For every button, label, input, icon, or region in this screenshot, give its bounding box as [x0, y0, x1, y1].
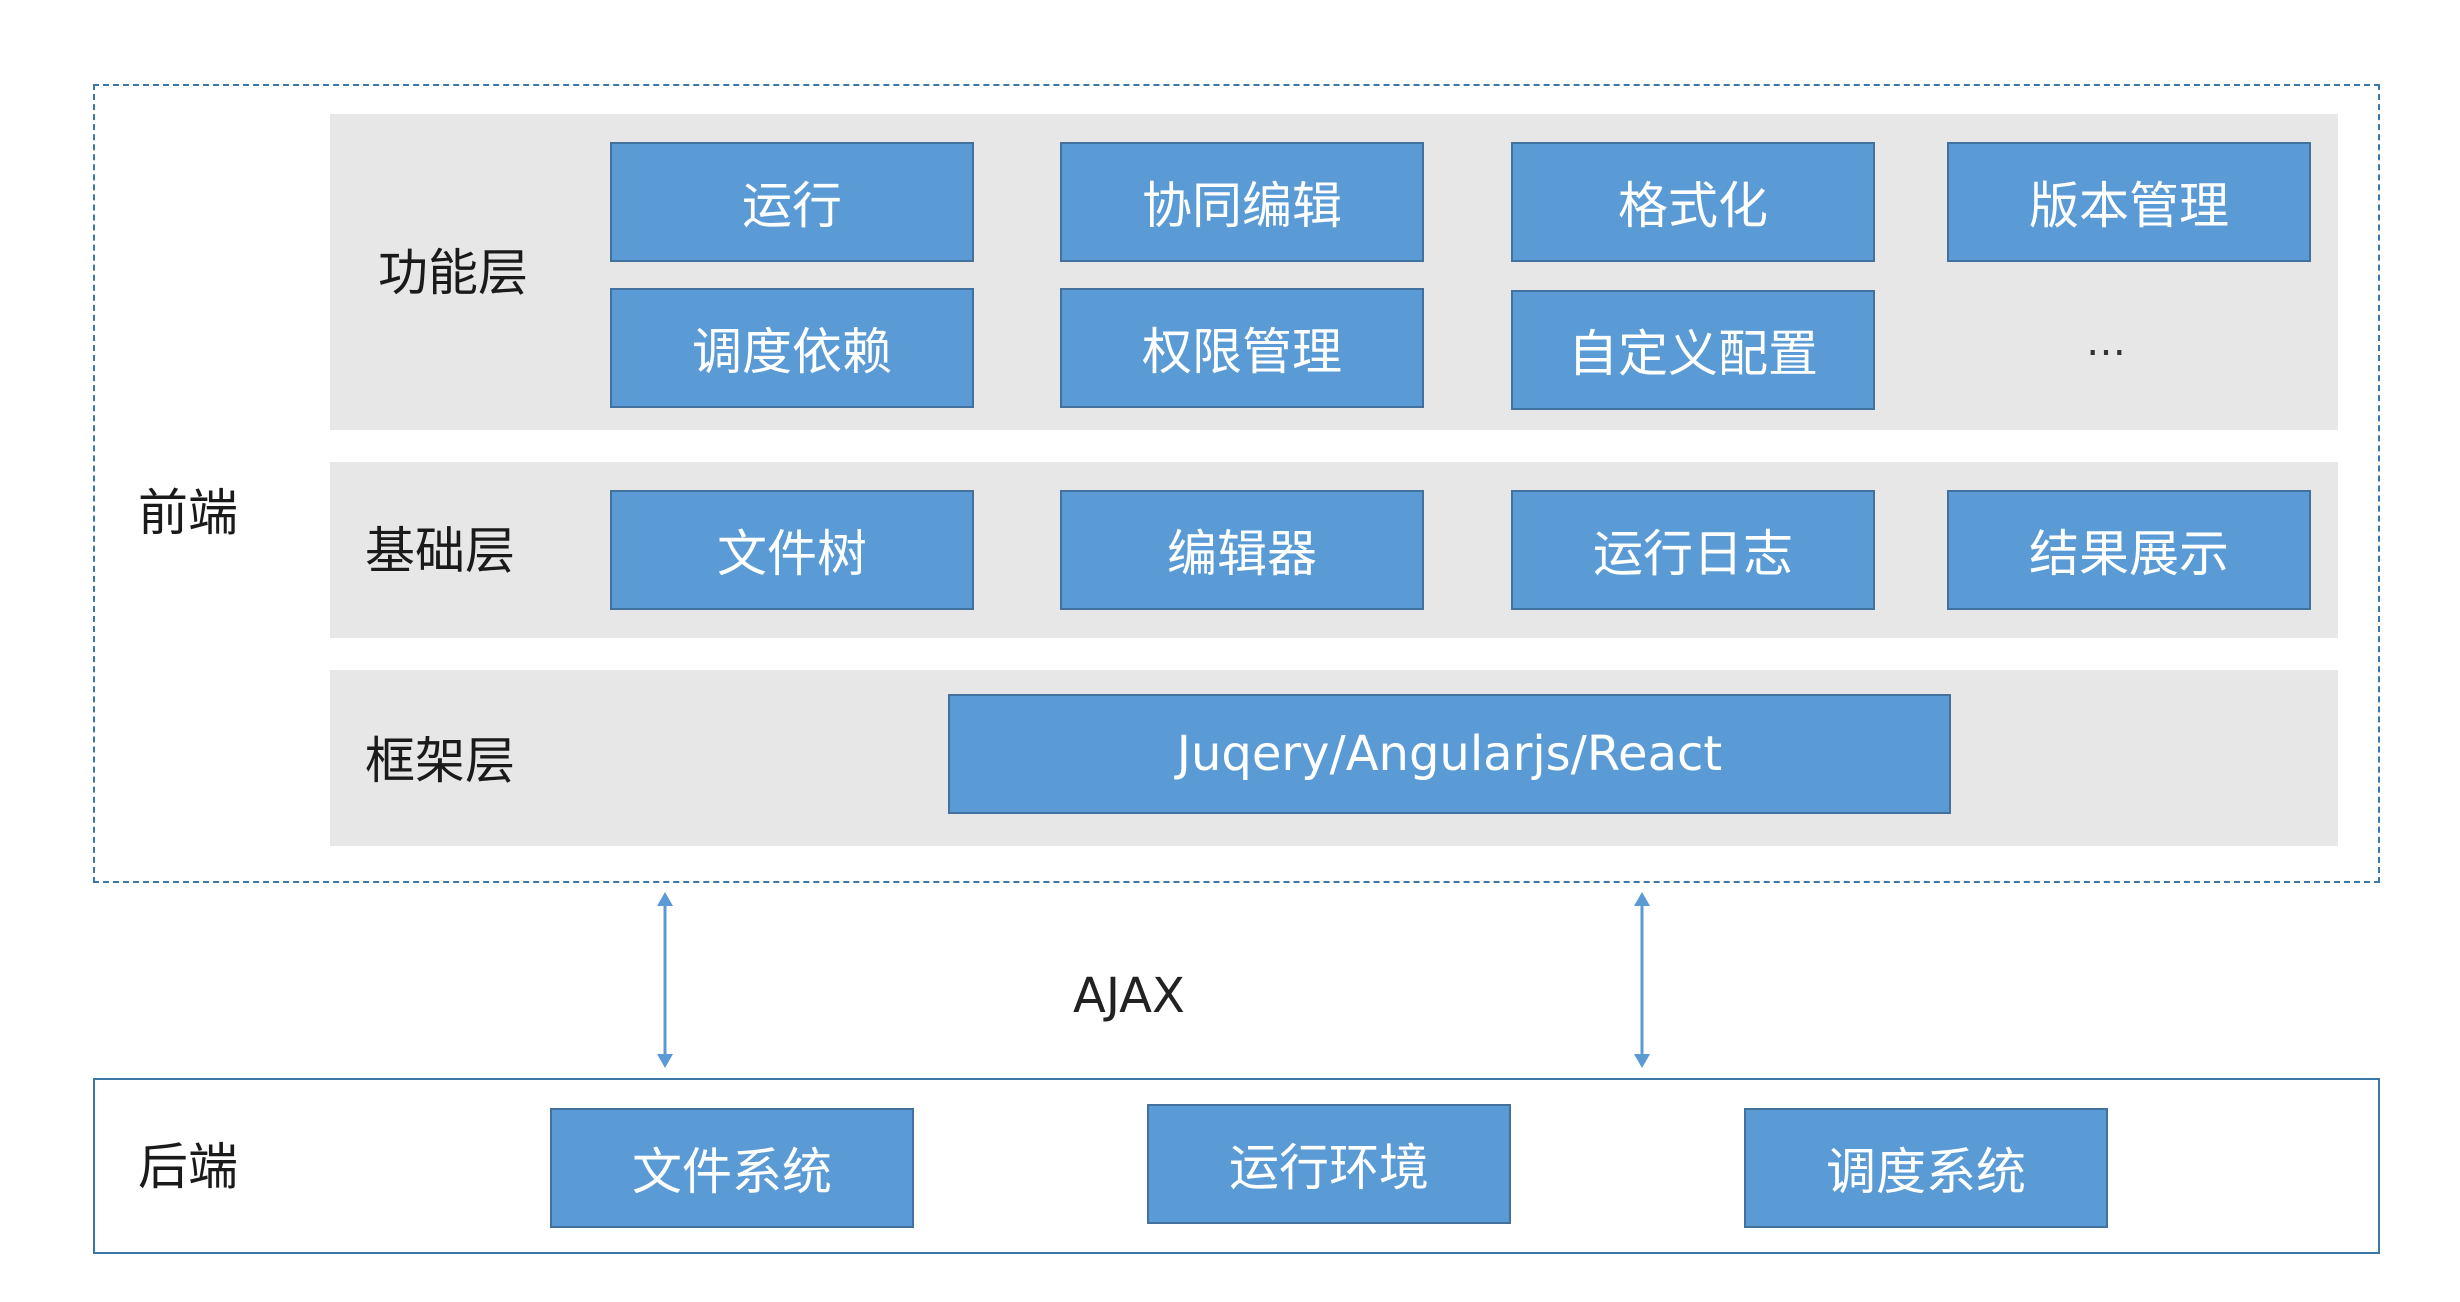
- backend-label: 后端: [138, 1138, 238, 1196]
- frontend-label: 前端: [138, 484, 238, 542]
- base-editor: 编辑器: [1060, 490, 1424, 610]
- base-run-log: 运行日志: [1511, 490, 1875, 610]
- base-layer-label: 基础层: [365, 522, 515, 580]
- base-result-display: 结果展示: [1947, 490, 2311, 610]
- feature-version-management: 版本管理: [1947, 142, 2311, 262]
- backend-container: [93, 1078, 2380, 1254]
- base-file-tree: 文件树: [610, 490, 974, 610]
- ajax-arrow-left: [657, 892, 673, 1068]
- frontend-container: [93, 84, 2380, 883]
- feature-custom-config: 自定义配置: [1511, 290, 1875, 410]
- feature-more-ellipsis: …: [2086, 319, 2126, 365]
- feature-run: 运行: [610, 142, 974, 262]
- backend-file-system: 文件系统: [550, 1108, 914, 1228]
- ajax-arrow-right: [1634, 892, 1650, 1068]
- framework-layer-label: 框架层: [365, 732, 515, 790]
- backend-runtime-environment: 运行环境: [1147, 1104, 1511, 1224]
- feature-schedule-dependency: 调度依赖: [610, 288, 974, 408]
- backend-scheduling-system: 调度系统: [1744, 1108, 2108, 1228]
- feature-collaborative-editing: 协同编辑: [1060, 142, 1424, 262]
- feature-permission-management: 权限管理: [1060, 288, 1424, 408]
- function-layer-label: 功能层: [378, 244, 528, 302]
- feature-formatting: 格式化: [1511, 142, 1875, 262]
- framework-libraries: Juqery/Angularjs/React: [948, 694, 1951, 814]
- ajax-label: AJAX: [1073, 968, 1185, 1024]
